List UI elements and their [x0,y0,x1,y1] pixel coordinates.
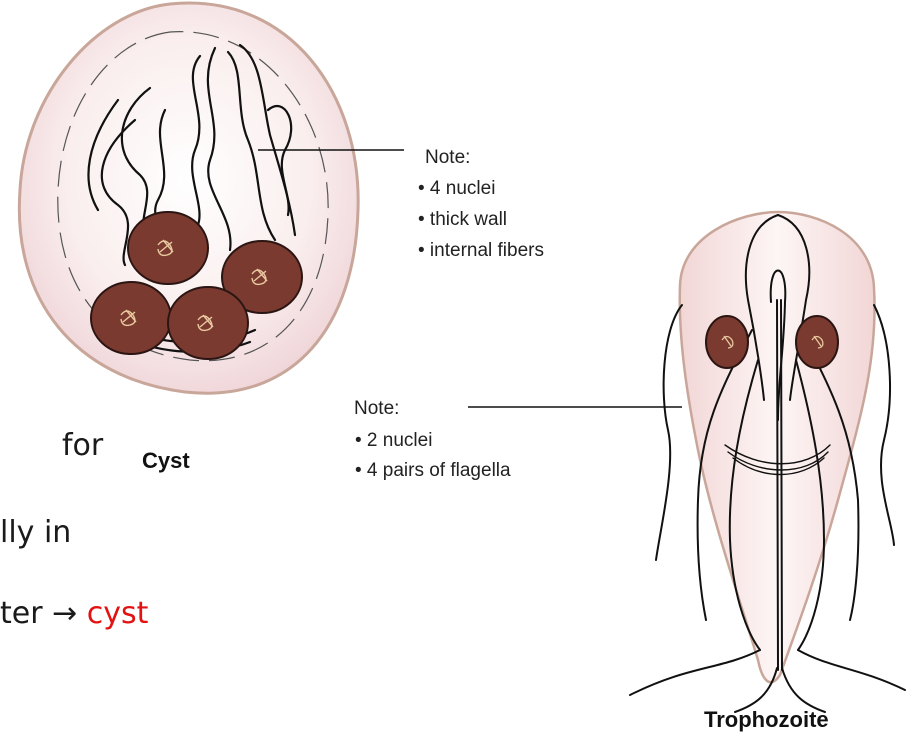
cyst-note-item: • thick wall [418,209,507,230]
cyst-nucleus [128,212,208,284]
trophozoite-note-item: • 4 pairs of flagella [355,460,511,481]
slide-text-fragment: lly in [0,515,71,550]
trophozoite-note-heading: Note: [354,398,399,419]
slide-text-prefix: ter [0,596,43,631]
cyst-caption: Cyst [142,448,190,473]
cyst-note-heading: Note: [425,147,470,168]
cyst-note-item: • internal fibers [418,240,544,261]
trophozoite-illustration [630,212,905,712]
slide-text-fragment: for [62,428,103,463]
trophozoite-nucleus [796,316,838,368]
trophozoite-nucleus [706,316,748,368]
slide-text-fragment: ter → cyst [0,596,148,631]
slide-text-highlight: cyst [87,596,149,631]
cyst-nucleus [91,282,171,354]
cyst-note-item: • 4 nuclei [418,178,495,199]
arrow-icon: → [52,596,77,631]
cyst-nucleus [168,287,248,359]
trophozoite-caption: Trophozoite [704,707,829,732]
cyst-illustration [19,3,358,393]
trophozoite-note-item: • 2 nuclei [355,430,432,451]
